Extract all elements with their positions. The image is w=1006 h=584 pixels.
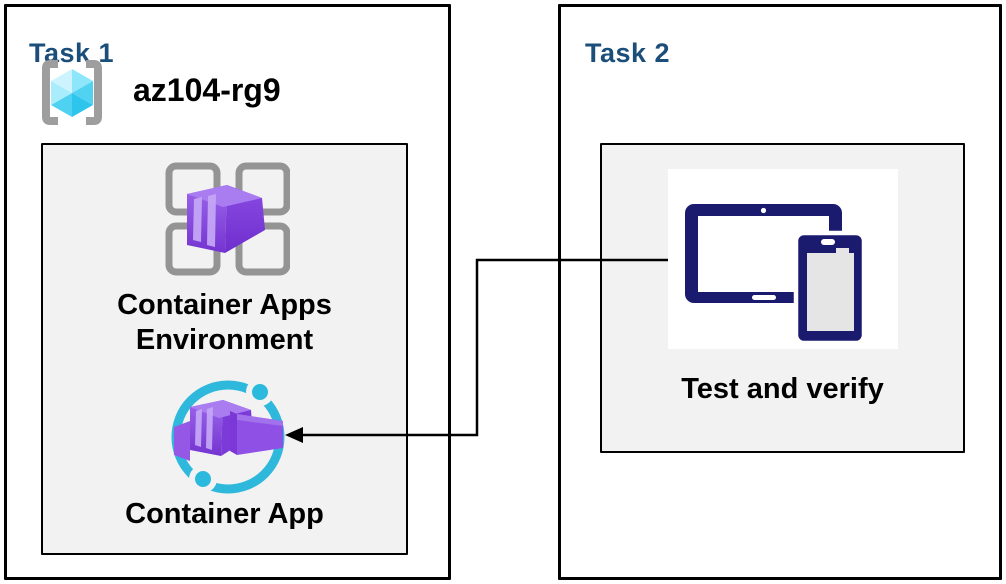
- resource-group-name: az104-rg9: [133, 72, 281, 108]
- task2-inner-box: Test and verify: [600, 143, 965, 453]
- task1-box: Task 1 az104-rg9: [4, 4, 451, 580]
- device-icon-area: [668, 169, 898, 349]
- resource-group-icon: [42, 60, 102, 125]
- container-app-label: Container App: [125, 498, 324, 530]
- tablet-phone-icon: [685, 204, 867, 346]
- container-apps-environment-label: Container Apps Environment: [117, 289, 332, 356]
- task2-title: Task 2: [585, 38, 671, 69]
- container-apps-environment-icon: [165, 162, 290, 276]
- task1-inner-box: Container Apps Environment: [41, 143, 408, 555]
- container-app-icon: [171, 378, 285, 494]
- task2-box: Task 2 Test and verify: [558, 4, 1002, 580]
- test-and-verify-label: Test and verify: [681, 373, 884, 405]
